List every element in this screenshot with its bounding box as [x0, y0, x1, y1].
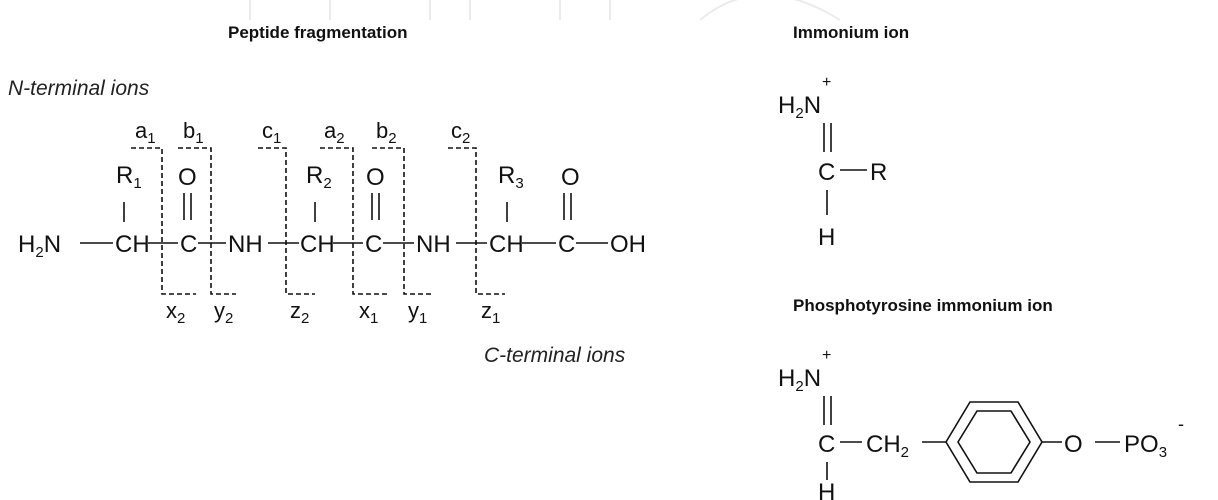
phosphotyrosine-hydrogen: H — [818, 479, 835, 500]
immonium-carbon: C — [818, 159, 835, 186]
phosphate-group: PO3 — [1124, 431, 1167, 461]
ion-label-y1: y1 — [408, 298, 427, 327]
phosphotyrosine-immonium-ion-heading: Phosphotyrosine immonium ion — [793, 296, 1053, 315]
carbonyl-oxygen-3: O — [561, 164, 580, 191]
immonium-ion-structure: + H2N C R H — [778, 74, 887, 251]
phosphotyrosine-h2n-group: H2N — [778, 365, 821, 395]
carbonyl-oxygen-1: O — [178, 164, 197, 191]
peptide-backbone: H2N CH C NH CH C NH CH C OH — [18, 231, 646, 261]
ion-label-a2: a2 — [324, 118, 345, 147]
amide-nitrogen-2: NH — [416, 231, 451, 258]
phosphotyrosine-ch2-group: CH2 — [866, 431, 909, 461]
carbonyl-carbon-1: C — [180, 231, 197, 258]
n-terminal-labels: a1 b1 c1 a2 b2 c2 — [135, 118, 470, 147]
carbonyl-oxygen-2: O — [366, 164, 385, 191]
immonium-hydrogen: H — [818, 224, 835, 251]
alpha-carbon-2: CH — [300, 231, 335, 258]
ion-label-z1: z1 — [481, 298, 500, 327]
ion-label-x2: x2 — [166, 298, 185, 327]
immonium-h2n-group: H2N — [778, 92, 821, 122]
benzene-ring — [945, 401, 1043, 483]
alpha-carbon-1: CH — [115, 231, 150, 258]
r3-side-chain: R3 — [498, 162, 524, 192]
immonium-r-group: R — [870, 159, 887, 186]
cleavage-lines — [131, 147, 505, 295]
carbonyl-carbon-2: C — [365, 231, 382, 258]
side-chains: R1 R2 R3 — [116, 162, 524, 222]
ion-label-c1: c1 — [262, 118, 281, 147]
immonium-ion-heading: Immonium ion — [793, 23, 909, 42]
peptide-fragmentation-heading: Peptide fragmentation — [228, 23, 407, 42]
amide-nitrogen-1: NH — [228, 231, 263, 258]
carbonyl-carbon-3: C — [558, 231, 575, 258]
c-terminus-oh: OH — [610, 231, 646, 258]
phosphotyrosine-carbon: C — [818, 431, 835, 458]
ion-label-b1: b1 — [183, 118, 204, 147]
phosphate-minus-charge: - — [1178, 414, 1184, 434]
ion-label-y2: y2 — [214, 298, 233, 327]
ion-label-z2: z2 — [290, 298, 309, 327]
ion-label-b2: b2 — [376, 118, 397, 147]
ion-label-c2: c2 — [451, 118, 470, 147]
n-terminus: H2N — [18, 231, 61, 261]
phosphotyrosine-oxygen: O — [1064, 431, 1083, 458]
r2-side-chain: R2 — [306, 162, 332, 192]
n-terminal-ions-caption: N-terminal ions — [8, 77, 150, 100]
ion-label-a1: a1 — [135, 118, 156, 147]
phosphotyrosine-structure: + H2N C CH2 O PO3 - H — [778, 347, 1184, 500]
r1-side-chain: R1 — [116, 162, 142, 192]
c-terminal-labels: x2 y2 z2 x1 y1 z1 — [166, 298, 500, 327]
background-watermark — [249, 0, 841, 21]
immonium-plus-charge: + — [822, 74, 831, 91]
carbonyl-oxygens: O O O — [178, 164, 580, 220]
ion-label-x1: x1 — [359, 298, 378, 327]
phosphotyrosine-plus-charge: + — [822, 347, 831, 364]
alpha-carbon-3: CH — [489, 231, 524, 258]
c-terminal-ions-caption: C-terminal ions — [484, 344, 626, 367]
